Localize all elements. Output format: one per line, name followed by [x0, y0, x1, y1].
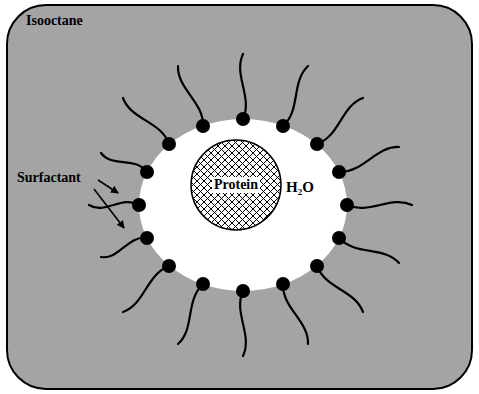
ellipse-fill — [139, 119, 347, 291]
surfactant-heads — [132, 112, 354, 298]
protein-label: Protein — [212, 177, 260, 193]
solvent-region: IsooctaneH₂O Protein — [6, 4, 473, 390]
circle-fill — [191, 140, 281, 230]
protein-circle: Protein — [190, 139, 282, 231]
solvent-label: Isooctane — [26, 13, 83, 29]
surfactant-label: Surfactant — [17, 170, 81, 186]
leader-arrows — [94, 180, 124, 228]
surfactant-tails — [89, 54, 412, 356]
water-core: H₂O Protein — [139, 119, 347, 291]
water-label: H₂O — [286, 179, 314, 196]
